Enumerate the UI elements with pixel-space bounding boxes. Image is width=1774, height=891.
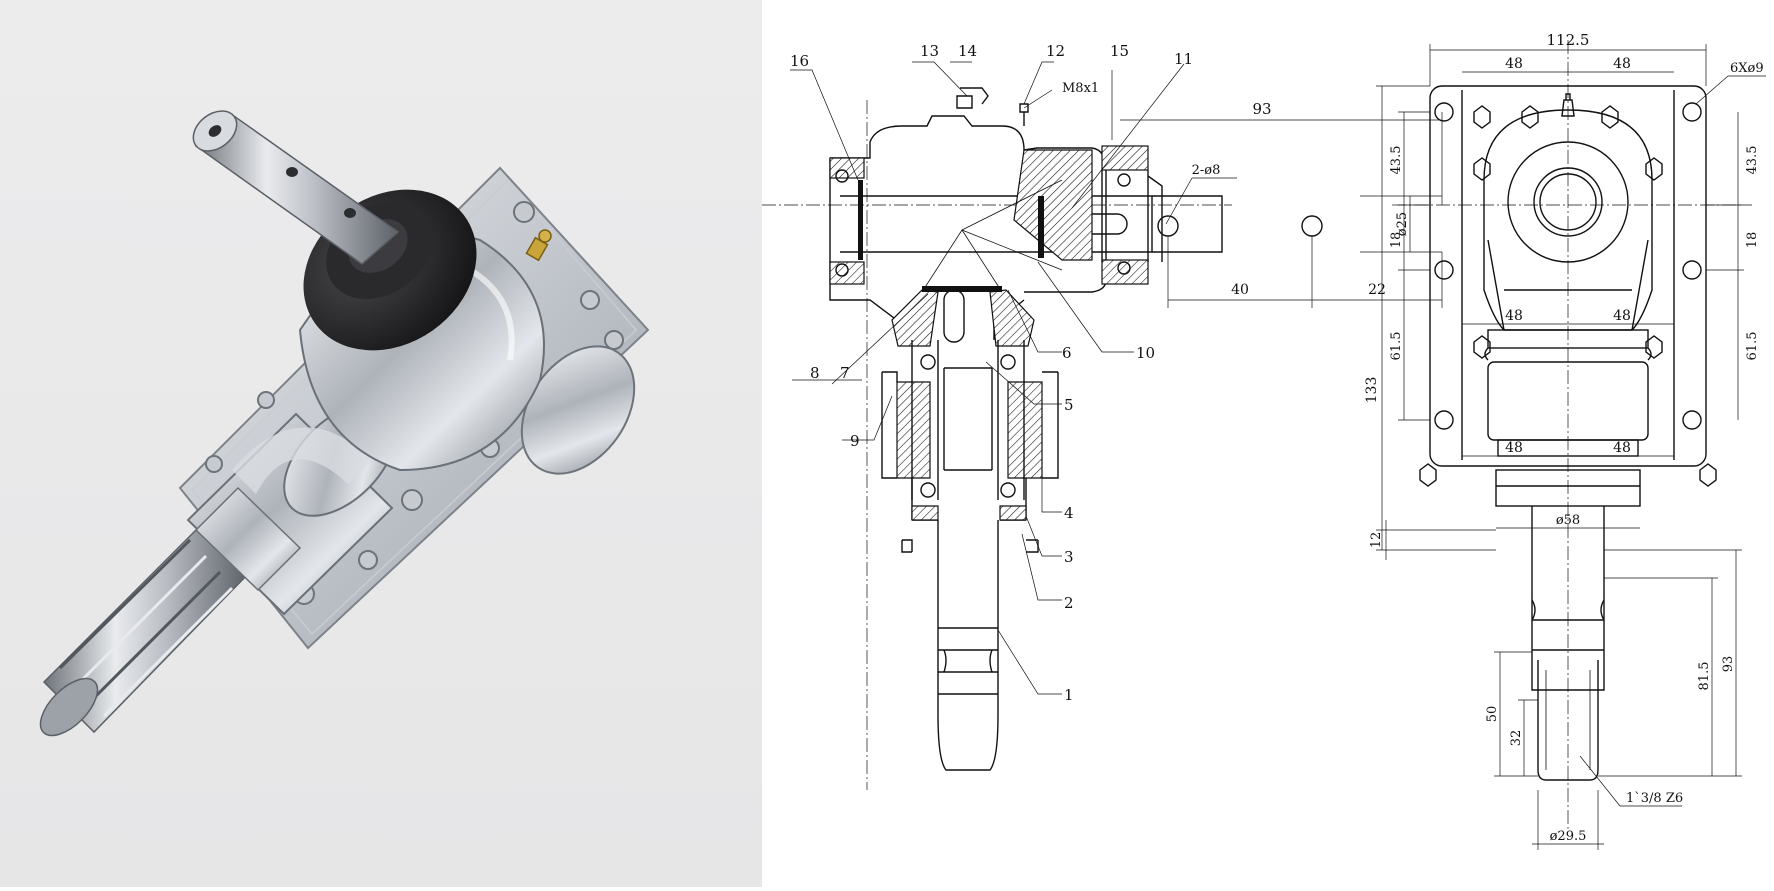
- label-5: 5: [1064, 396, 1074, 414]
- technical-drawing: 93 40 22 ø25 2-ø8 M8x1: [762, 0, 1774, 887]
- dim-18-left: 18: [1389, 232, 1404, 249]
- drawing-canvas: 93 40 22 ø25 2-ø8 M8x1: [762, 31, 1766, 850]
- label-11: 11: [1174, 50, 1193, 68]
- grease-nipple: [525, 229, 552, 262]
- section-dimensions: 93 40 22 ø25 2-ø8 M8x1: [790, 61, 1443, 695]
- dim-61-5-left: 61.5: [1389, 332, 1404, 361]
- input-shaft: [192, 110, 400, 265]
- dim-d58: ø58: [1556, 513, 1580, 528]
- dim-43-5-right: 43.5: [1745, 146, 1760, 175]
- label-9: 9: [850, 432, 860, 450]
- flange-holes: [1434, 102, 1702, 430]
- dim-40: 40: [1231, 282, 1249, 298]
- dim-112-5: 112.5: [1547, 31, 1590, 49]
- label-1: 1: [1064, 686, 1074, 704]
- label-13: 13: [920, 42, 939, 60]
- dim-d29-5: ø29.5: [1550, 829, 1587, 844]
- dim-61-5-right: 61.5: [1745, 332, 1760, 361]
- splined-output-shaft: [39, 486, 302, 737]
- dim-50: 50: [1485, 706, 1500, 723]
- dim-43-5-left: 43.5: [1389, 146, 1404, 175]
- dim-spline: 1`3/8 Z6: [1626, 791, 1683, 806]
- label-16: 16: [790, 52, 809, 70]
- dim-2xd8: 2-ø8: [1192, 163, 1221, 178]
- thread-note: M8x1: [1062, 81, 1099, 96]
- dim-32: 32: [1509, 730, 1524, 747]
- label-4: 4: [1064, 504, 1074, 522]
- label-7: 7: [840, 364, 850, 382]
- label-3: 3: [1064, 548, 1074, 566]
- section-view: [762, 87, 1323, 790]
- dim-18-right: 18: [1745, 232, 1760, 249]
- label-6: 6: [1062, 344, 1072, 362]
- gearbox-photo: [39, 110, 650, 737]
- dim-48-top-left: 48: [1505, 56, 1523, 72]
- dim-48-top-right: 48: [1613, 56, 1631, 72]
- dim-93: 93: [1252, 100, 1271, 118]
- label-12: 12: [1046, 42, 1065, 60]
- dim-48-low-right: 48: [1613, 440, 1631, 456]
- side-dimensions: 112.5 48 48 48 48 48 48 6Xø9 43.5 18 61.…: [1364, 31, 1766, 850]
- label-10: 10: [1136, 344, 1155, 362]
- dim-81-5: 81.5: [1697, 662, 1712, 691]
- dim-133: 133: [1364, 377, 1380, 404]
- label-15: 15: [1110, 42, 1129, 60]
- dim-48-mid-right: 48: [1613, 308, 1631, 324]
- label-8: 8: [810, 364, 820, 382]
- dim-6xd9: 6Xø9: [1730, 61, 1764, 76]
- dim-48-mid-left: 48: [1505, 308, 1523, 324]
- flange-hex-bolts: [1419, 105, 1717, 487]
- dim-d25: ø25: [1395, 212, 1410, 236]
- dim-22: 22: [1368, 282, 1386, 298]
- side-view: [1392, 40, 1752, 830]
- label-14: 14: [958, 42, 977, 60]
- dim-48-low-left: 48: [1505, 440, 1523, 456]
- label-2: 2: [1064, 594, 1074, 612]
- dim-93-lower: 93: [1721, 656, 1736, 673]
- dim-12: 12: [1369, 532, 1384, 549]
- product-photo: [0, 0, 762, 887]
- part-labels: 16 13 14 12 15 11 8 7 9 6 10 5 4 3 2 1: [790, 42, 1193, 704]
